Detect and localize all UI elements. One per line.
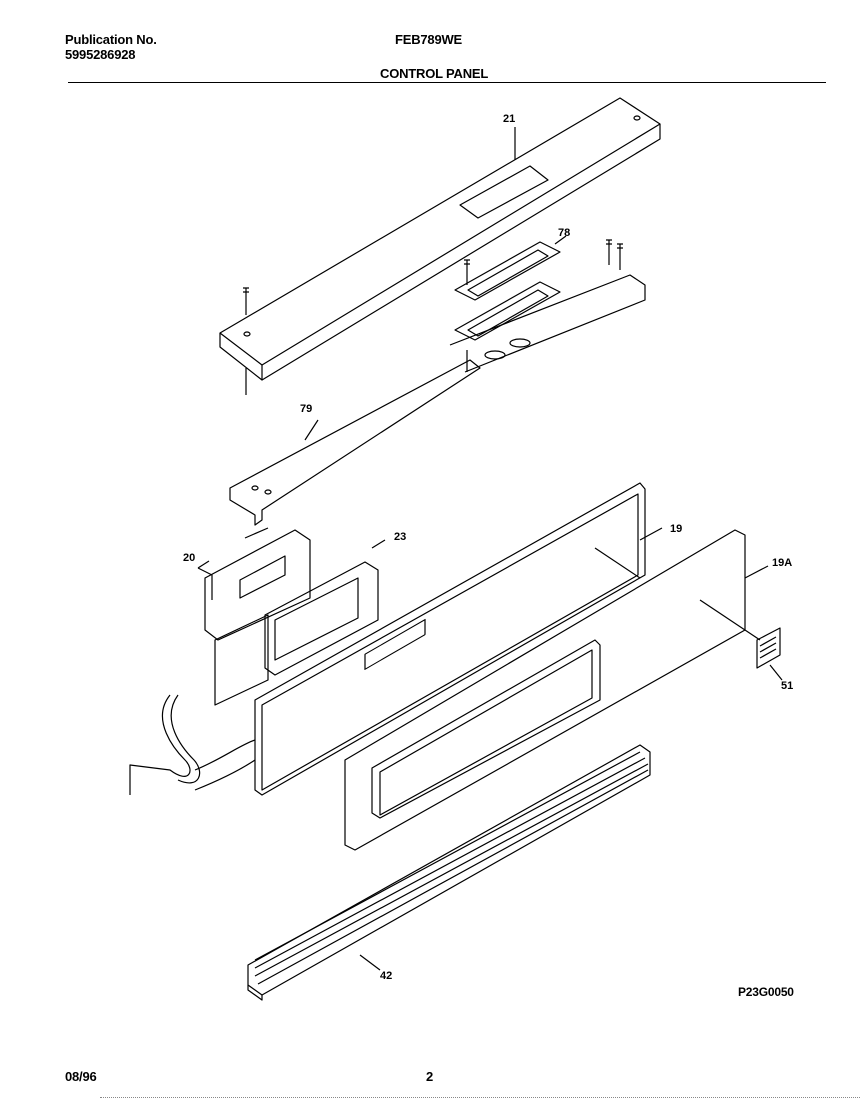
part-51-label [756, 627, 783, 681]
part-79-support-strip [229, 359, 481, 526]
header-rule [68, 82, 826, 83]
part-78-gasket [454, 235, 567, 341]
callout-19: 19 [670, 523, 682, 535]
figure-code: P23G0050 [738, 985, 794, 999]
publication-label: Publication No. [65, 32, 157, 47]
page-number: 2 [426, 1069, 434, 1084]
part-21-panel-trim [219, 97, 661, 395]
part-19a-overlay-panel [344, 529, 769, 851]
callout-19a: 19A [772, 557, 792, 569]
part-20-control-board [197, 527, 311, 641]
callout-42: 42 [380, 970, 392, 982]
callout-78: 78 [558, 227, 570, 239]
callout-20: 20 [183, 552, 195, 564]
model-number: FEB789WE [395, 32, 463, 47]
section-title: CONTROL PANEL [380, 66, 489, 81]
publication-number: 5995286928 [65, 47, 136, 62]
wire-harness [129, 694, 256, 795]
callout-23: 23 [394, 531, 406, 543]
callout-79: 79 [300, 403, 312, 415]
part-bracket [449, 274, 646, 373]
callout-21: 21 [503, 113, 515, 125]
callout-51: 51 [781, 680, 793, 692]
part-23-display-frame [214, 539, 386, 706]
part-19-control-glass [254, 482, 663, 796]
screw-group [243, 239, 623, 372]
footer-date: 08/96 [65, 1069, 97, 1084]
part-42-vent-grille [247, 744, 651, 1001]
footer-rule [100, 1097, 860, 1098]
